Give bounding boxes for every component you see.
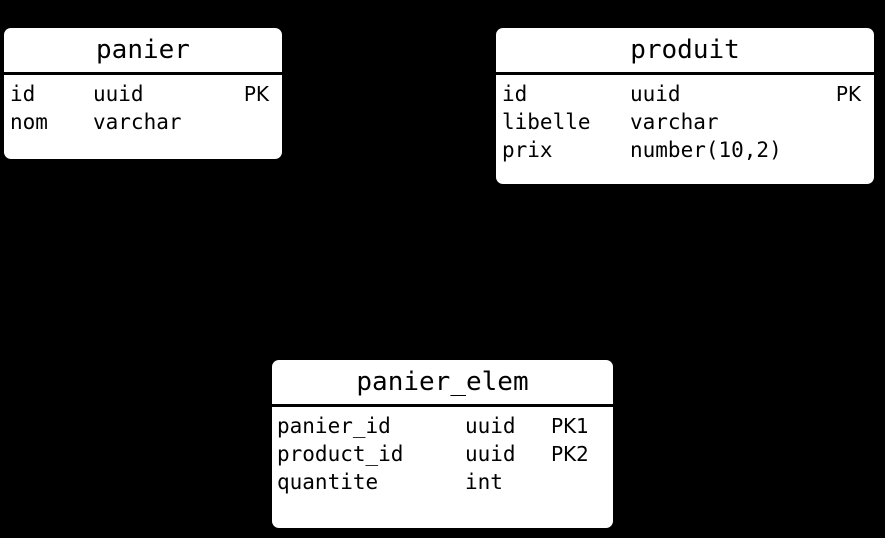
entity-panier-elem[interactable]: panier_elem panier_id uuid PK1 product_i… [272, 360, 613, 528]
attribute-type: uuid [465, 442, 516, 466]
attribute-type: varchar [630, 110, 719, 134]
attribute-type: uuid [630, 82, 681, 106]
attribute-name: product_id [277, 442, 404, 466]
attribute-name: prix [502, 138, 553, 162]
entity-panier-elem-attributes: panier_id uuid PK1 product_id uuid PK2 q… [272, 407, 613, 496]
attribute-name: id [10, 82, 36, 106]
entity-panier[interactable]: panier id uuid PK nom varchar [4, 28, 282, 159]
attribute-type: varchar [93, 110, 182, 134]
attribute-name: panier_id [277, 414, 391, 438]
attribute-row: id uuid PK [10, 80, 276, 108]
attribute-type: uuid [465, 414, 516, 438]
attribute-key: PK2 [551, 442, 589, 466]
attribute-row: panier_id uuid PK1 [277, 412, 608, 440]
attribute-key: PK [835, 82, 861, 106]
attribute-type: uuid [93, 82, 144, 106]
entity-panier-elem-title: panier_elem [272, 360, 613, 407]
attribute-row: nom varchar [10, 108, 276, 136]
entity-produit-attributes: id uuid PK libelle varchar prix number(1… [496, 75, 874, 164]
attribute-type: int [465, 470, 503, 494]
attribute-row: quantite int [277, 468, 608, 496]
attribute-name: nom [10, 110, 48, 134]
entity-produit-title: produit [496, 28, 874, 75]
attribute-name: id [502, 82, 528, 106]
attribute-key: PK [243, 82, 269, 106]
entity-panier-attributes: id uuid PK nom varchar [4, 75, 282, 136]
entity-produit[interactable]: produit id uuid PK libelle varchar prix … [496, 28, 874, 184]
attribute-row: libelle varchar [502, 108, 868, 136]
attribute-name: libelle [502, 110, 591, 134]
attribute-row: product_id uuid PK2 [277, 440, 608, 468]
attribute-type: number(10,2) [630, 138, 782, 162]
attribute-row: id uuid PK [502, 80, 868, 108]
attribute-row: prix number(10,2) [502, 136, 868, 164]
attribute-key: PK1 [551, 414, 589, 438]
entity-panier-title: panier [4, 28, 282, 75]
attribute-name: quantite [277, 470, 379, 494]
